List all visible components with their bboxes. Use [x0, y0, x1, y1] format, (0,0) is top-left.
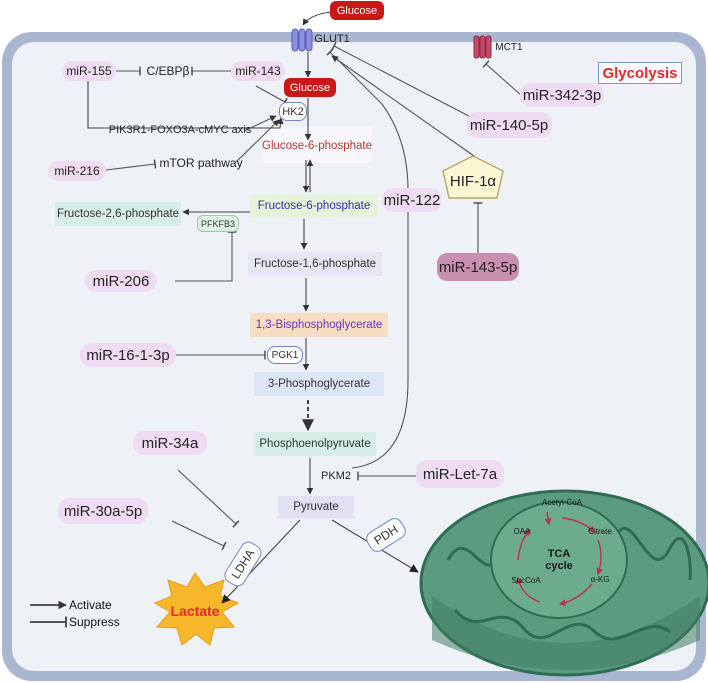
mir-143-label: miR-143 — [231, 61, 285, 81]
mir-30a-5p-label: miR-30a-5p — [58, 498, 148, 524]
mitochondrion-icon — [419, 489, 708, 677]
pik3r1-activate-hk2 — [243, 115, 277, 132]
mir122-suppress-pkm2-glut1 — [326, 48, 409, 469]
f26bp-background — [55, 202, 181, 226]
mtor-pathway-label: mTOR pathway — [159, 156, 243, 170]
tca-cycle-arrows — [515, 511, 604, 607]
bpg13-label: 1,3-Bisphosphoglycerate — [255, 319, 383, 331]
hif1a-activate-glut1 — [331, 55, 475, 157]
mir-140-5p-label: miR-140-5p — [466, 112, 552, 138]
f6p-background — [250, 195, 378, 217]
mct1-label: MCT1 — [495, 41, 523, 53]
succoa-label: SucCoA — [511, 575, 541, 585]
glycolysis-title: Glycolysis — [598, 62, 682, 84]
tca-title-line2: cycle — [545, 560, 573, 572]
glucose-extracellular-box: Glucose — [330, 1, 384, 20]
mir-16-1-3p-label: miR-16-1-3p — [80, 343, 176, 367]
legend-suppress-label: Suppress — [69, 615, 120, 629]
mir143-suppress-hk2 — [255, 85, 288, 107]
pep-background — [254, 432, 376, 456]
mir216-suppress-mtor — [105, 159, 157, 171]
mir34a-suppress-ldha — [177, 469, 240, 528]
g6p-label: Glucose-6-phosphate — [262, 140, 372, 152]
pg3-background — [254, 372, 384, 396]
mir342-suppress-mct1 — [482, 60, 523, 97]
mir-342-3p-label: miR-342-3p — [520, 83, 604, 107]
mir140-suppress-glut1 — [331, 41, 489, 127]
tca-title-line1: TCA — [547, 548, 571, 560]
tca-cycle-title: TCA cycle — [534, 545, 584, 575]
f16bp-label: Fructose-1,6-phosphate — [253, 258, 377, 270]
pyruvate-to-lactate-arrow — [221, 519, 301, 604]
mir-216-label: miR-216 — [48, 161, 106, 181]
acetyl-coa-label: Acetyl-CoA — [541, 497, 582, 507]
g6p-background — [262, 127, 372, 163]
mir-143-5p-label: miR-143-5p — [437, 253, 519, 281]
mir30a-suppress-ldha — [171, 520, 227, 551]
pkm2-enzyme-label: PKM2 — [321, 470, 351, 482]
f26bp-label: Fructose-2,6-phosphate — [56, 208, 180, 220]
lactate-starburst-icon — [153, 572, 240, 646]
mct1-transporter-icon — [473, 35, 492, 59]
pfkfb3-enzyme-box: PFKFB3 — [197, 215, 239, 232]
f16bp-background — [248, 252, 382, 276]
mir-let-7a-label: miR-Let-7a — [416, 460, 504, 488]
hif1a-label: HIF-1α — [449, 172, 497, 190]
hk2-enzyme-box: HK2 — [279, 102, 307, 121]
glucose-intracellular-box: Glucose — [284, 78, 336, 97]
pg3-label: 3-Phosphoglycerate — [267, 378, 371, 390]
oaa-label: OAA — [513, 526, 531, 536]
mir206-suppress-pfkfb3 — [175, 231, 237, 282]
lactate-label: Lactate — [170, 603, 220, 619]
mir-155-label: miR-155 — [62, 61, 116, 81]
pik3r1-axis-label: PIK3R1-FOXO3A-cMYC axis — [108, 124, 252, 136]
hif1a-pentagon-icon — [442, 155, 504, 199]
pyruvate-label: Pyruvate — [293, 501, 339, 513]
pep-label: Phosphoenolpyruvate — [259, 438, 371, 450]
pgk1-enzyme-box: PGK1 — [267, 346, 303, 364]
mtor-activate-hk2 — [235, 119, 280, 163]
pyruvate-background — [278, 496, 354, 518]
akg-label: α-KG — [590, 574, 610, 584]
f6p-label: Fructose-6-phosphate — [257, 200, 371, 212]
citrate-label: Citrate — [588, 526, 612, 536]
cebpb-label: C/EBPβ — [146, 64, 190, 78]
mir-34a-label: miR-34a — [133, 431, 207, 455]
glut1-transporter-icon — [291, 28, 313, 52]
mir155-pik3r1-hk2-arrow — [87, 80, 284, 129]
glut1-label: GLUT1 — [314, 33, 350, 45]
mir-122-label: miR-122 — [382, 188, 442, 212]
mir-206-label: miR-206 — [85, 270, 157, 292]
legend-activate-label: Activate — [69, 598, 112, 612]
bpg13-background — [250, 313, 388, 337]
